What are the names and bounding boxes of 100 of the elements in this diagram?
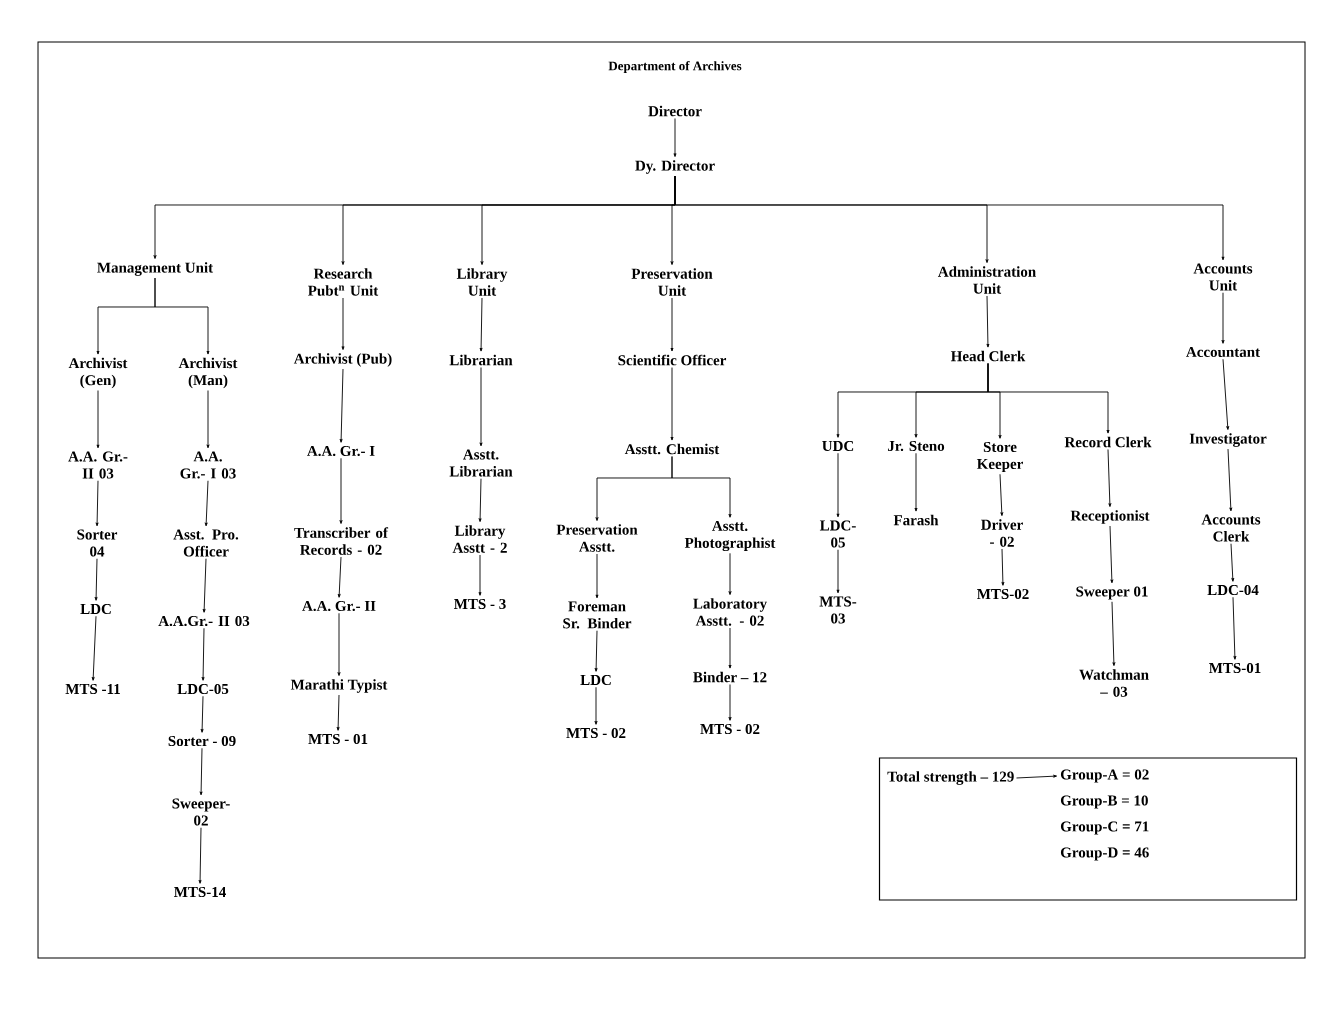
arrow	[594, 686, 598, 725]
post-label: Accounts Unit	[1193, 263, 1253, 291]
title: Department of Archives	[608, 61, 742, 73]
arrow	[1107, 449, 1112, 508]
post-label: UDC	[822, 440, 854, 452]
post-label: Farash	[893, 514, 939, 526]
post-label: MTS- 03	[819, 596, 857, 624]
arrow	[671, 456, 732, 518]
post-label: MTS-01	[1209, 662, 1261, 674]
arrow	[337, 612, 341, 676]
arrow	[595, 553, 599, 599]
post-label: Laboratory Asstt. - 02	[693, 598, 767, 626]
post-label: LDC-05	[177, 683, 229, 695]
post-label: MTS - 3	[454, 598, 506, 610]
arrow	[670, 297, 674, 352]
arrow	[594, 630, 598, 672]
arrow	[1109, 525, 1114, 584]
post-label: LDC-04	[1207, 584, 1259, 596]
arrow	[1221, 292, 1225, 344]
post-label: Management Unit	[97, 262, 214, 276]
post-label: Sorter - 09	[168, 735, 236, 747]
arrow	[670, 367, 674, 441]
post-label: MTS - 02	[700, 723, 760, 735]
post-label: Sorter 04	[77, 529, 118, 557]
post-label: MTS - 01	[308, 733, 368, 745]
post-label: A.A. Gr.- II 03	[68, 451, 128, 479]
post-label: Accountant	[1186, 346, 1260, 358]
post-label: Foreman Sr. Binder	[563, 601, 632, 629]
post-label: Group-A = 02	[1060, 769, 1149, 783]
post-label: A.A. Gr.- I	[307, 445, 375, 457]
arrow	[200, 695, 204, 733]
arrow	[836, 549, 840, 594]
post-label: Receptionist	[1070, 510, 1150, 524]
arrow	[479, 367, 483, 447]
post-label: LDC	[80, 603, 111, 615]
arrow	[96, 390, 100, 449]
post-label: Jr. Steno	[888, 440, 945, 452]
arrow	[1227, 448, 1233, 512]
arrow	[673, 118, 677, 157]
arrow	[91, 615, 97, 681]
arrow	[206, 390, 210, 449]
arrow	[336, 694, 340, 731]
arrow	[728, 552, 732, 595]
arrow	[999, 473, 1004, 517]
post-label: Group-D = 46	[1060, 847, 1149, 861]
arrow	[1230, 543, 1235, 582]
post-label: LDC	[580, 674, 611, 686]
arrow	[478, 554, 482, 596]
post-label: Archivist (Man)	[178, 357, 238, 389]
post-label: Library Asstt - 2	[452, 525, 507, 553]
arrow	[1222, 358, 1230, 430]
post-label: Group-C = 71	[1060, 821, 1149, 835]
post-label: Sweeper 01	[1076, 586, 1148, 600]
post-label: Group-B = 10	[1060, 795, 1148, 809]
arrow	[914, 452, 918, 512]
post-label: Driver - 02	[981, 519, 1023, 547]
post-label: Sweeper- 02	[172, 798, 230, 826]
post-label: MTS-14	[174, 886, 226, 898]
post-label: Research Pubt$^{n}$ Unit	[308, 268, 379, 296]
arrow	[339, 368, 344, 443]
post-label: MTS -11	[65, 683, 120, 695]
post-label: A.A. Gr.- I 03	[180, 451, 236, 479]
post-label: Store Keeper	[976, 441, 1023, 473]
post-label: Dy. Director	[635, 160, 715, 174]
post-label: Asstt. Chemist	[624, 443, 720, 455]
arrow	[154, 277, 210, 355]
post-label: Total strength – 129	[887, 771, 1014, 785]
arrow	[479, 297, 483, 352]
arrow	[674, 175, 1225, 261]
arrow	[1016, 774, 1058, 779]
arrow	[339, 457, 343, 524]
post-label: Asstt. Photographist	[684, 520, 776, 552]
post-label: Scientific Officer	[618, 354, 727, 366]
summary-box	[878, 757, 1298, 901]
post-label: Preservation Unit	[631, 268, 713, 296]
post-label: Archivist (Gen)	[68, 357, 128, 389]
post-label: Librarian	[449, 354, 513, 366]
post-label: Preservation Asstt.	[556, 524, 638, 552]
arrow	[478, 478, 482, 523]
post-label: Asst. Pro. Officer	[173, 529, 239, 557]
post-label: Director	[648, 105, 702, 117]
arrow	[337, 556, 342, 598]
post-label: MTS - 02	[566, 727, 626, 739]
post-label: Asstt. Librarian	[449, 449, 513, 477]
post-label: Binder – 12	[693, 671, 767, 683]
post-label: MTS-02	[977, 588, 1029, 600]
post-label: Record Clerk	[1064, 436, 1152, 448]
post-label: Archivist (Pub)	[293, 353, 392, 367]
arrow	[201, 627, 205, 681]
arrow	[836, 452, 840, 518]
post-label: Library Unit	[456, 268, 508, 296]
arrow	[1232, 596, 1237, 660]
arrow	[204, 480, 209, 527]
post-label: Accounts Clerk	[1201, 514, 1261, 542]
post-label: LDC- 05	[819, 520, 856, 548]
post-label: Transcriber of Records - 02	[294, 527, 389, 555]
post-label: Head Clerk	[950, 350, 1026, 362]
arrow	[987, 363, 1110, 434]
arrow	[95, 480, 99, 527]
arrow	[728, 684, 732, 721]
